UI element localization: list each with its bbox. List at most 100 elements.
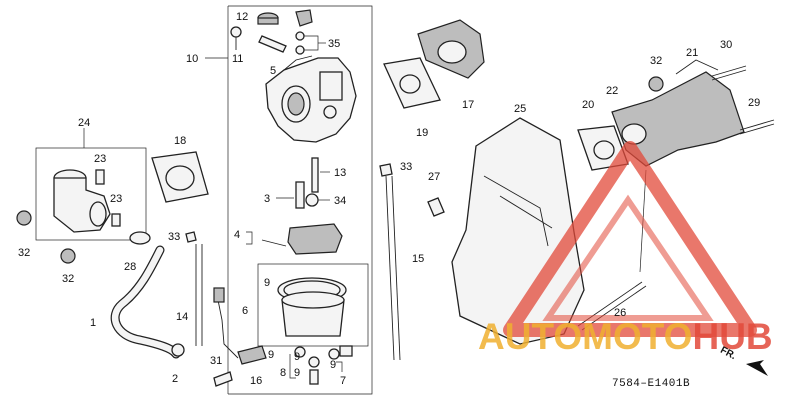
float-bowl-group-box xyxy=(257,263,369,347)
drawing-code: 7584–E1401B xyxy=(612,378,691,390)
part-32-nut-a xyxy=(16,210,32,226)
part-33-clip-b xyxy=(379,163,393,177)
bracket-35 xyxy=(304,35,319,51)
part-15-tube-b xyxy=(391,175,401,361)
solenoid-wire xyxy=(217,299,239,359)
label-31: 31 xyxy=(210,355,222,367)
part-34-seat xyxy=(305,193,319,207)
part-13-needle xyxy=(311,157,319,193)
part-35-spring-a xyxy=(295,31,305,41)
watermark: AUTOMOTOHUB xyxy=(478,316,773,358)
part-9-washer-d xyxy=(328,348,340,360)
label-9-c: 9 xyxy=(294,351,300,363)
label-7: 7 xyxy=(340,375,346,387)
part-35-spring-b xyxy=(295,45,305,55)
label-30: 30 xyxy=(720,39,732,51)
label-13: 13 xyxy=(334,167,346,179)
part-30-stud-b xyxy=(711,69,747,81)
part-25-air-case-ridge-b xyxy=(499,195,553,229)
label-10: 10 xyxy=(186,53,198,65)
watermark-part-1: AUTOMOTO xyxy=(478,316,693,357)
part-30-stud xyxy=(711,65,747,77)
part-7-drain-screw xyxy=(339,345,353,357)
bracket-8 xyxy=(289,354,296,379)
carburetor-jet xyxy=(323,105,337,119)
label-18: 18 xyxy=(174,135,186,147)
label-27: 27 xyxy=(428,171,440,183)
label-26: 26 xyxy=(614,307,626,319)
part-21-bracket xyxy=(675,59,719,75)
watermark-part-2: HUB xyxy=(692,316,773,357)
part-9-washer-b xyxy=(294,346,306,358)
label-3: 3 xyxy=(264,193,270,205)
label-12: 12 xyxy=(236,11,248,23)
label-32-b: 32 xyxy=(62,273,74,285)
label-34: 34 xyxy=(334,195,346,207)
part-29-stud xyxy=(739,119,775,131)
label-5: 5 xyxy=(270,65,276,77)
label-2: 2 xyxy=(172,373,178,385)
label-1: 1 xyxy=(90,317,96,329)
front-arrow-icon xyxy=(746,360,768,376)
part-16-solenoid xyxy=(237,345,267,365)
label-8: 8 xyxy=(280,367,286,379)
label-15: 15 xyxy=(412,253,424,265)
watermark-triangle xyxy=(503,141,757,337)
label-23-a: 23 xyxy=(94,153,106,165)
part-3-jet xyxy=(295,181,305,209)
part-18-gasket-hole xyxy=(165,165,195,191)
label-9-b: 9 xyxy=(268,349,274,361)
part-26-stud-b xyxy=(581,285,647,331)
part-2-clip xyxy=(171,343,185,357)
label-11: 11 xyxy=(232,53,243,65)
part-22-manifold-port xyxy=(621,123,647,145)
part-20-gasket-hole xyxy=(593,140,615,160)
float-bowl-rim xyxy=(281,291,345,309)
label-16: 16 xyxy=(250,375,262,387)
label-17: 17 xyxy=(462,99,474,111)
carburetor-linkage xyxy=(283,55,313,71)
label-21: 21 xyxy=(686,47,698,59)
choke-knob xyxy=(295,9,313,27)
label-19: 19 xyxy=(416,127,428,139)
label-28: 28 xyxy=(124,261,136,273)
label-14: 14 xyxy=(176,311,188,323)
part-32-nut-b xyxy=(60,248,76,264)
label-22: 22 xyxy=(606,85,618,97)
part-11-screw xyxy=(230,26,242,38)
label-23-b: 23 xyxy=(110,193,122,205)
part-5-screw xyxy=(258,35,287,53)
label-9-d: 9 xyxy=(294,367,300,379)
part-9-washer-c xyxy=(308,356,320,368)
label-32-c: 32 xyxy=(650,55,662,67)
part-19-gasket-hole xyxy=(399,74,421,94)
watermark-triangle-inner xyxy=(542,194,714,321)
part-23-pin-a xyxy=(95,169,105,185)
part-1-hose-fill xyxy=(111,246,180,358)
label-24: 24 xyxy=(78,117,90,129)
part-8-bolt xyxy=(309,369,319,385)
label-20: 20 xyxy=(582,99,594,111)
label-9-a: 9 xyxy=(264,277,270,289)
part-29-stud-b xyxy=(739,123,775,135)
label-32-a: 32 xyxy=(18,247,30,259)
part-24-elbow-port xyxy=(89,201,107,227)
label-33-a: 33 xyxy=(168,231,180,243)
part-31-screw xyxy=(213,371,233,387)
label-6: 6 xyxy=(242,305,248,317)
label-4: 4 xyxy=(234,229,240,241)
bracket-7 xyxy=(336,361,343,372)
label-33-b: 33 xyxy=(400,161,412,173)
part-12-cap-body xyxy=(257,17,279,25)
part-28-clamp xyxy=(129,231,151,245)
part-32-nut-c xyxy=(648,76,664,92)
part-27-bolt xyxy=(427,197,445,217)
part-23-pin-b xyxy=(111,213,121,227)
carburetor-throat-inner xyxy=(287,92,305,116)
carburetor-group-bracket xyxy=(228,5,373,395)
solenoid-connector xyxy=(213,287,225,303)
part-25-air-case-ridge xyxy=(483,175,549,247)
part-25-air-case xyxy=(451,117,585,345)
part-15-tube xyxy=(385,175,395,361)
